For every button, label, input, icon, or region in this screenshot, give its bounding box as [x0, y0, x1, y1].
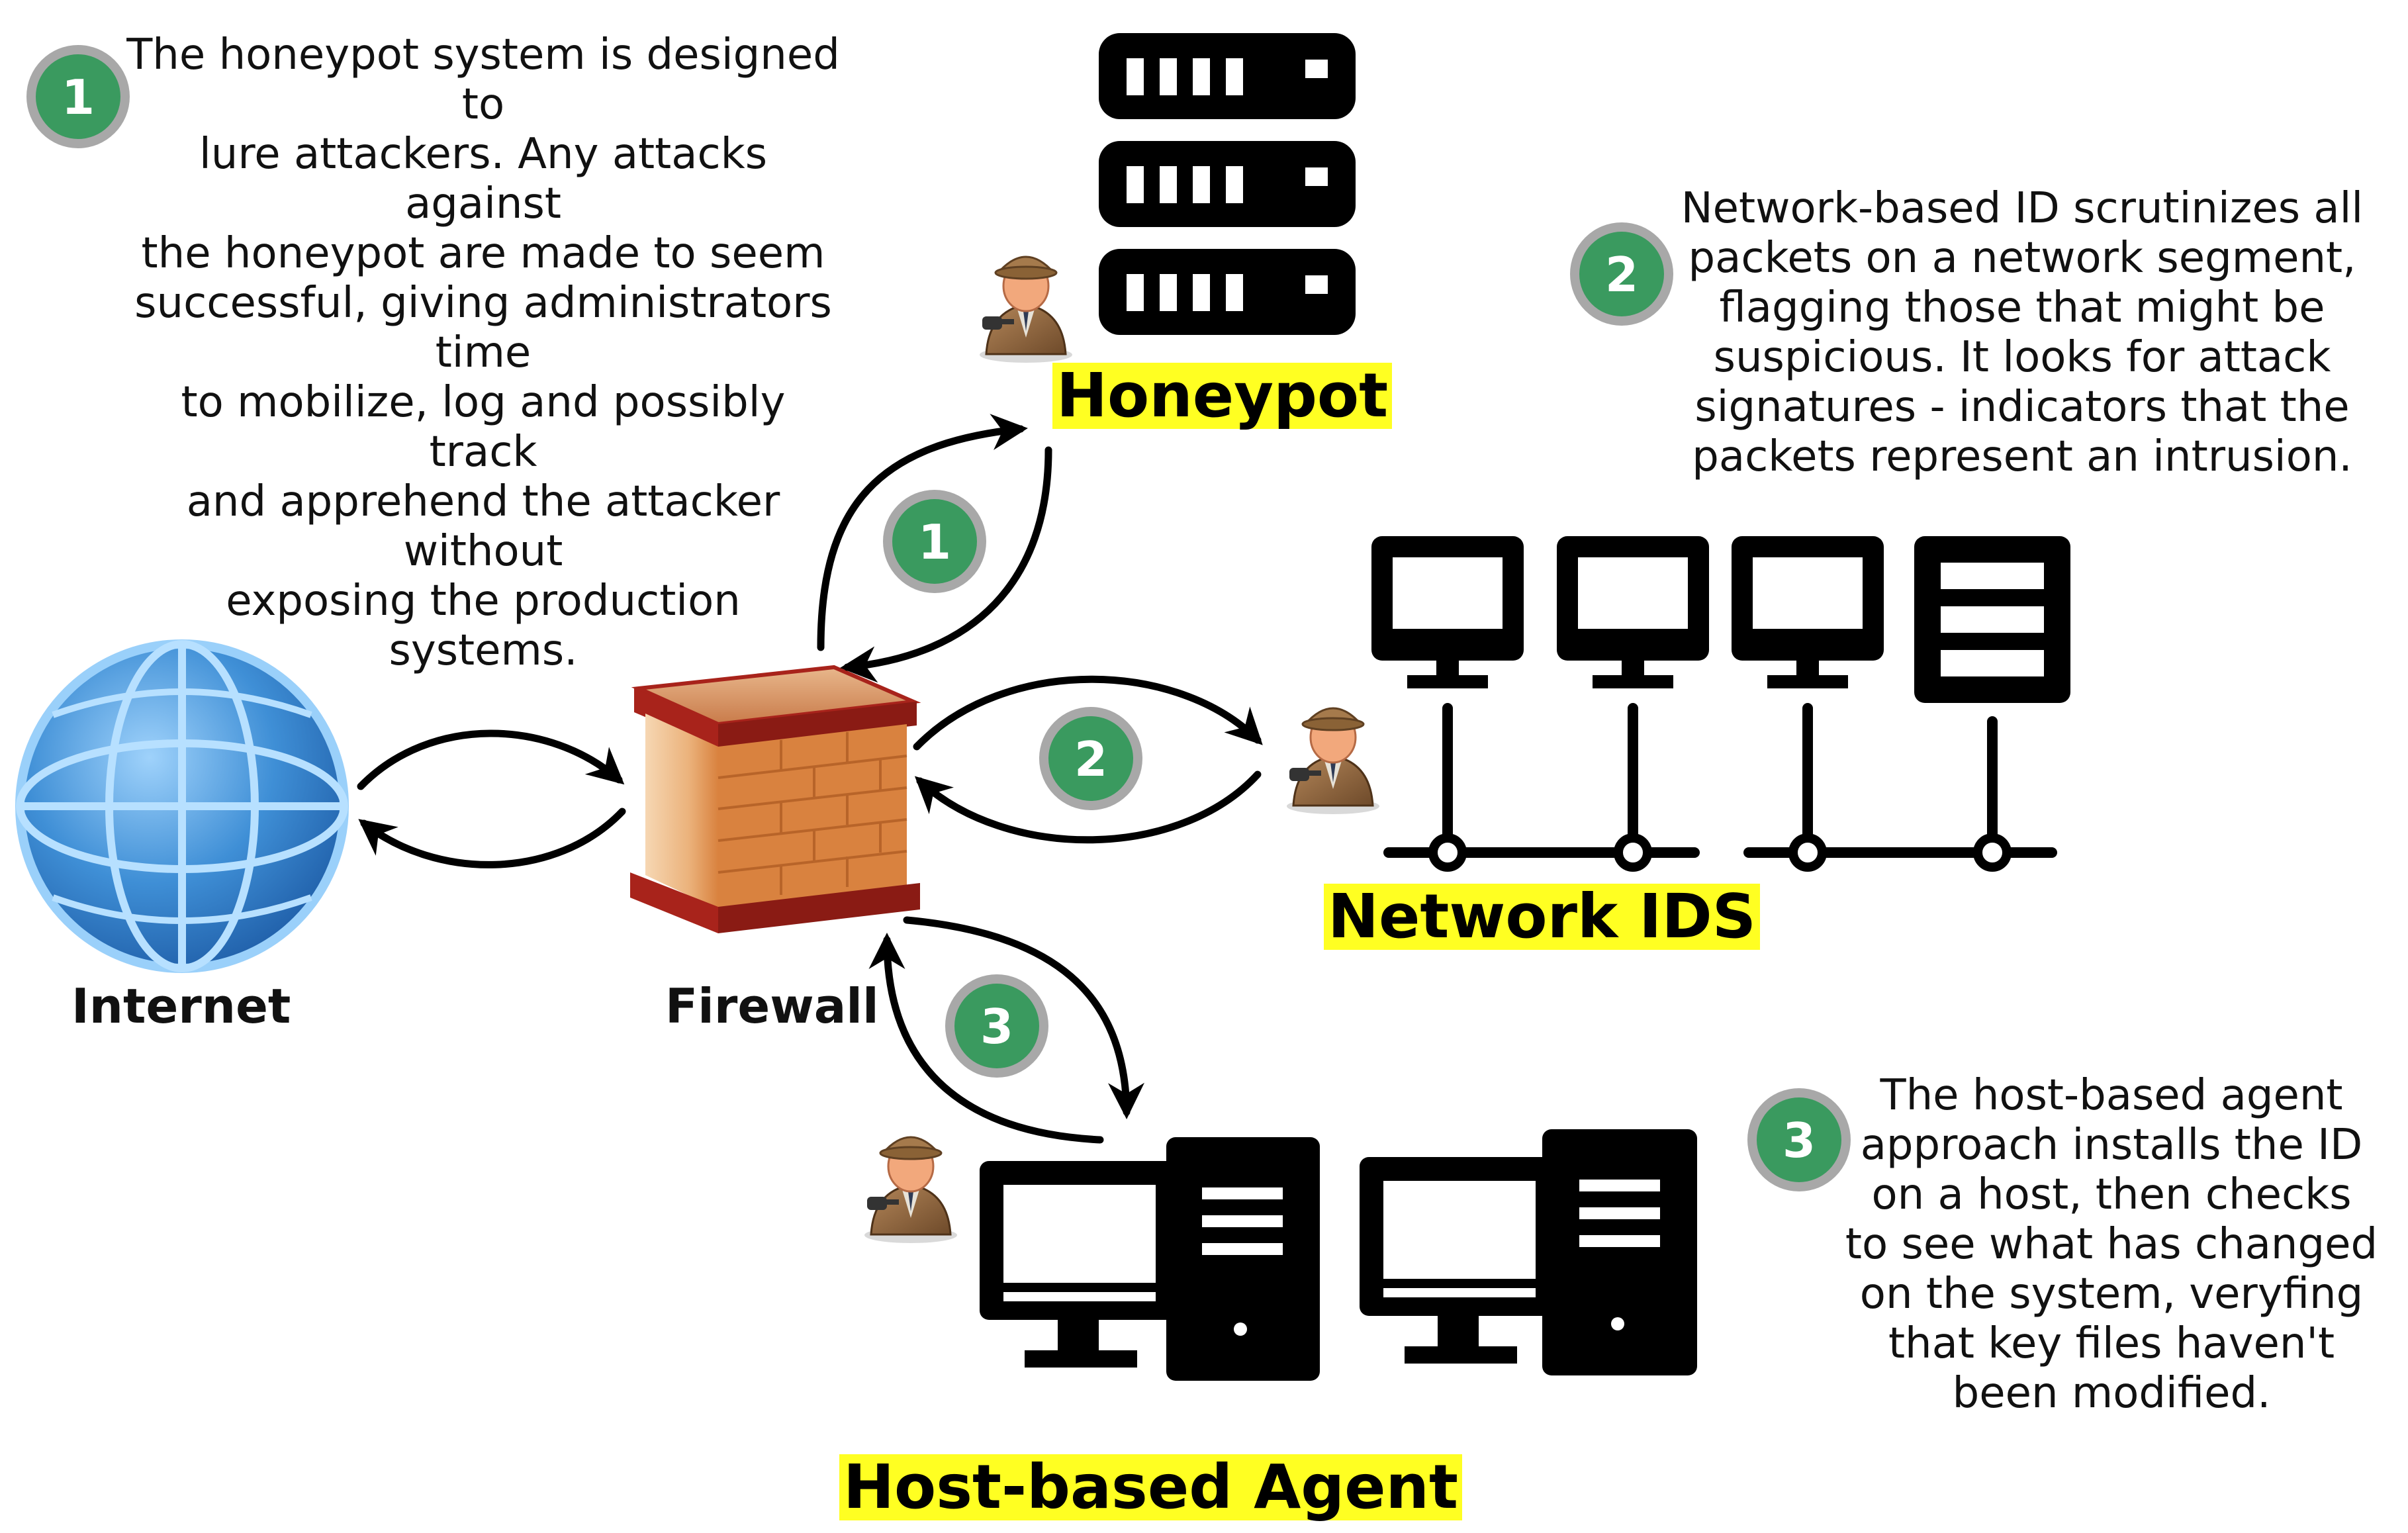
detective-agent-icon: [978, 256, 1074, 364]
firewall-label: Firewall: [665, 978, 879, 1034]
arrow-firewall-to-network: [913, 675, 1263, 751]
badge-1-desc: 1: [26, 45, 130, 148]
badge-1-flow: 1: [883, 490, 986, 593]
server-rack-icon: [1099, 33, 1356, 335]
host-agent-description: The host-based agent approach installs t…: [1845, 1071, 2378, 1418]
arrow-internet-to-firewall: [357, 729, 625, 790]
detective-agent-icon: [1285, 707, 1381, 815]
badge-3-flow: 3: [945, 974, 1048, 1078]
honeypot-label: Honeypot: [1052, 363, 1393, 429]
firewall-brick-icon: [630, 665, 921, 933]
honeypot-description: The honeypot system is designed to lure …: [126, 30, 840, 675]
network-ids-description: Network-based ID scrutinizes all packets…: [1681, 184, 2364, 481]
desktop-computer-icon: [1360, 1129, 1697, 1375]
arrow-firewall-to-host: [903, 916, 1144, 1119]
arrow-host-to-firewall: [868, 933, 1104, 1144]
desktop-computer-icon: [980, 1137, 1320, 1381]
arrow-firewall-to-internet: [358, 808, 626, 868]
arrow-firewall-to-honeypot: [817, 414, 1028, 651]
network-ids-label: Network IDS: [1324, 884, 1761, 950]
badge-1-desc-text: 1: [62, 70, 95, 125]
workstation-monitor: [1371, 536, 1524, 688]
badge-3-flow-text: 3: [980, 999, 1013, 1054]
badge-2-desc: 2: [1570, 222, 1673, 326]
arrow-honeypot-to-firewall: [840, 446, 1052, 683]
network-server-unit: [1914, 536, 2070, 703]
badge-3-desc-text: 3: [1783, 1113, 1816, 1168]
workstation-monitor: [1732, 536, 1884, 688]
workstation-monitor: [1557, 536, 1709, 688]
internet-label: Internet: [71, 978, 291, 1034]
badge-2-flow: 2: [1039, 707, 1142, 810]
detective-agent-icon: [863, 1136, 958, 1244]
arrow-network-to-firewall: [914, 770, 1262, 844]
badge-1-flow-text: 1: [918, 514, 951, 570]
badge-2-flow-text: 2: [1074, 731, 1107, 787]
host-agent-label: Host-based Agent: [839, 1454, 1463, 1520]
network-workstations-icon: [1371, 536, 2070, 872]
badge-3-desc: 3: [1747, 1088, 1851, 1191]
badge-2-desc-text: 2: [1605, 247, 1638, 302]
globe-icon: [15, 639, 349, 973]
